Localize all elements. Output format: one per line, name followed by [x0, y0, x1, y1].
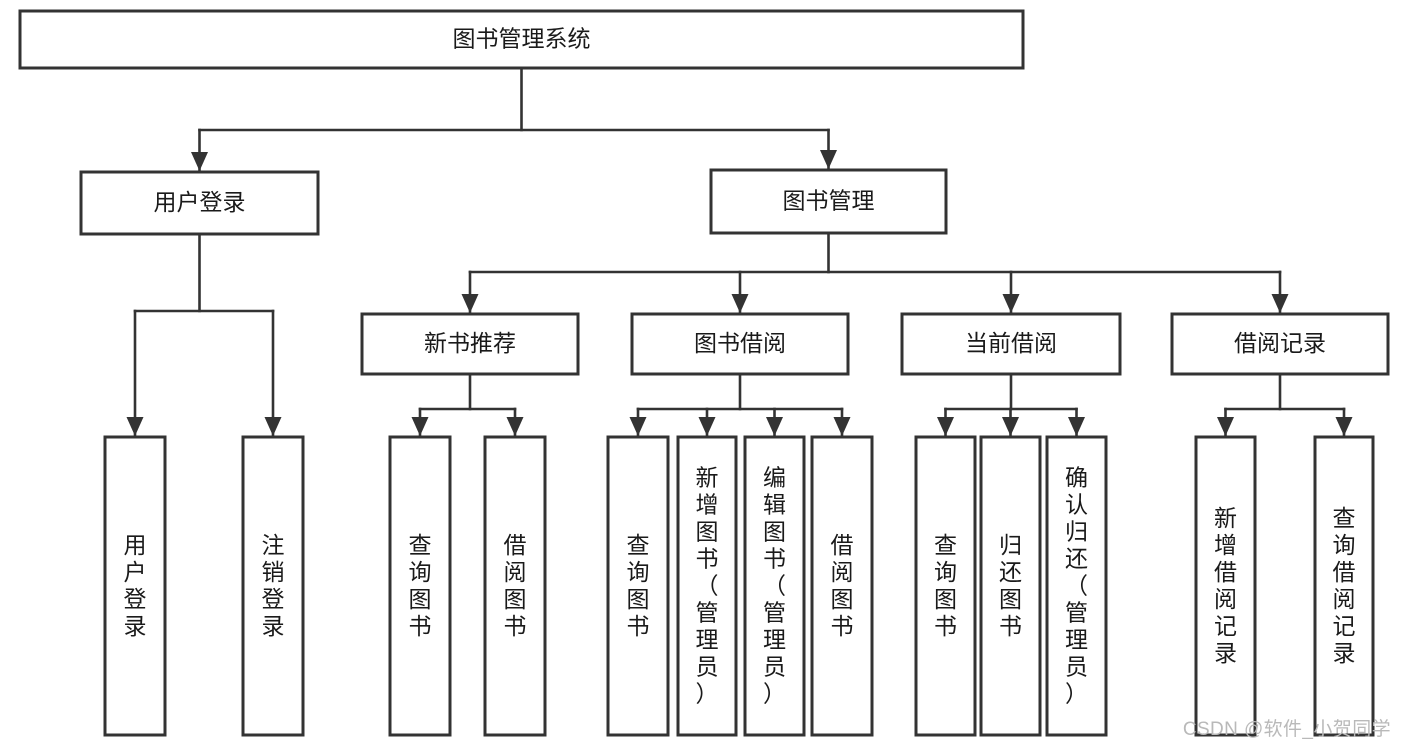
node-level3-1-leaf-1-box[interactable] — [676, 435, 738, 737]
node-level3-1-leaf-0[interactable]: 查询图书 — [606, 435, 670, 737]
node-level3-0-leaf-1-box[interactable] — [483, 435, 547, 737]
node-root-system-box[interactable] — [18, 9, 1025, 70]
node-level3-1-box[interactable] — [630, 312, 850, 376]
connector-arrowhead — [820, 150, 837, 169]
node-level3-1-leaf-0-box[interactable] — [606, 435, 670, 737]
node-level3-0-leaf-1-label: 借阅图书 — [504, 532, 527, 639]
node-level3-2-leaf-0[interactable]: 查询图书 — [914, 435, 977, 737]
node-level3-2-label: 当前借阅 — [965, 330, 1057, 356]
node-level3-1-leaf-0-label: 查询图书 — [627, 532, 650, 639]
node-user-login-leaf-1-box[interactable] — [241, 435, 305, 737]
connector-arrowhead — [1335, 417, 1353, 436]
node-level3-1-leaf-1-label: 新增图书（管理员） — [696, 465, 719, 707]
node-level3-1[interactable]: 图书借阅 — [630, 312, 850, 376]
connector-arrowhead — [937, 417, 954, 436]
node-level3-3-leaf-1[interactable]: 查询借阅记录 — [1313, 435, 1375, 737]
node-level3-1-label: 图书借阅 — [694, 330, 786, 356]
node-level3-3-leaf-0[interactable]: 新增借阅记录 — [1194, 435, 1257, 737]
node-user-login-leaf-0-box[interactable] — [103, 435, 167, 737]
connector-arrowhead — [506, 417, 524, 436]
node-level3-1-leaf-2[interactable]: 编辑图书（管理员） — [743, 435, 806, 737]
connector-arrowhead — [731, 294, 749, 313]
node-level3-2[interactable]: 当前借阅 — [900, 312, 1122, 376]
node-level3-3-box[interactable] — [1170, 312, 1390, 376]
node-level3-2-leaf-0-box[interactable] — [914, 435, 977, 737]
node-level3-3-label: 借阅记录 — [1234, 330, 1326, 356]
node-level3-2-leaf-2-label: 确认归还（管理员） — [1065, 465, 1088, 707]
node-user-login-leaf-0[interactable]: 用户登录 — [103, 435, 167, 737]
node-level3-1-leaf-2-label: 编辑图书（管理员） — [763, 465, 786, 707]
connector-arrowhead — [191, 152, 208, 171]
node-level3-2-leaf-0-label: 查询图书 — [934, 532, 957, 639]
node-level3-2-box[interactable] — [900, 312, 1122, 376]
node-user-login-leaf-1-label: 注销登录 — [262, 532, 285, 639]
node-level3-1-leaf-1[interactable]: 新增图书（管理员） — [676, 435, 738, 737]
connector-arrowhead — [766, 417, 783, 436]
node-level3-3-leaf-1-label: 查询借阅记录 — [1333, 505, 1356, 666]
node-level3-2-leaf-2[interactable]: 确认归还（管理员） — [1045, 435, 1108, 737]
connector-arrowhead — [461, 294, 479, 313]
node-user-login-box[interactable] — [79, 170, 320, 236]
node-level3-2-leaf-1-label: 归还图书 — [999, 532, 1022, 639]
node-level3-0-leaf-0-box[interactable] — [388, 435, 452, 737]
node-level3-0-label: 新书推荐 — [424, 330, 516, 356]
connector-arrowhead — [126, 417, 144, 436]
node-book-management-label: 图书管理 — [783, 188, 875, 214]
connector-arrowhead — [1002, 417, 1019, 436]
node-level3-3-leaf-0-box[interactable] — [1194, 435, 1257, 737]
node-level3-3[interactable]: 借阅记录 — [1170, 312, 1390, 376]
connector-arrowhead — [1002, 294, 1020, 313]
node-user-login-leaf-0-label: 用户登录 — [124, 532, 147, 639]
node-level3-3-leaf-0-label: 新增借阅记录 — [1214, 505, 1237, 666]
connector-arrowhead — [1068, 417, 1085, 436]
node-level3-1-leaf-2-box[interactable] — [743, 435, 806, 737]
connector-arrowhead — [1271, 294, 1289, 313]
connector-arrowhead — [411, 417, 429, 436]
connector-arrowhead — [629, 417, 647, 436]
connector-arrowhead — [833, 417, 851, 436]
node-book-management[interactable]: 图书管理 — [709, 168, 948, 235]
node-root-system[interactable]: 图书管理系统 — [18, 9, 1025, 70]
node-level3-1-leaf-3-label: 借阅图书 — [831, 532, 854, 639]
node-level3-2-leaf-1[interactable]: 归还图书 — [979, 435, 1042, 737]
node-level3-2-leaf-1-box[interactable] — [979, 435, 1042, 737]
node-user-login-label: 用户登录 — [154, 189, 246, 215]
node-level3-0-box[interactable] — [360, 312, 580, 376]
node-book-management-box[interactable] — [709, 168, 948, 235]
node-level3-2-leaf-2-box[interactable] — [1045, 435, 1108, 737]
node-user-login[interactable]: 用户登录 — [79, 170, 320, 236]
node-level3-0[interactable]: 新书推荐 — [360, 312, 580, 376]
node-user-login-leaf-1[interactable]: 注销登录 — [241, 435, 305, 737]
node-level3-1-leaf-3-box[interactable] — [810, 435, 874, 737]
node-level3-0-leaf-1[interactable]: 借阅图书 — [483, 435, 547, 737]
node-level3-0-leaf-0[interactable]: 查询图书 — [388, 435, 452, 737]
connector-arrowhead — [698, 417, 716, 436]
node-level3-0-leaf-0-label: 查询图书 — [409, 532, 432, 639]
node-level3-1-leaf-3[interactable]: 借阅图书 — [810, 435, 874, 737]
connector-arrowhead — [264, 417, 282, 436]
node-level3-3-leaf-1-box[interactable] — [1313, 435, 1375, 737]
node-root-system-label: 图书管理系统 — [453, 26, 591, 52]
connector-arrowhead — [1217, 417, 1234, 436]
